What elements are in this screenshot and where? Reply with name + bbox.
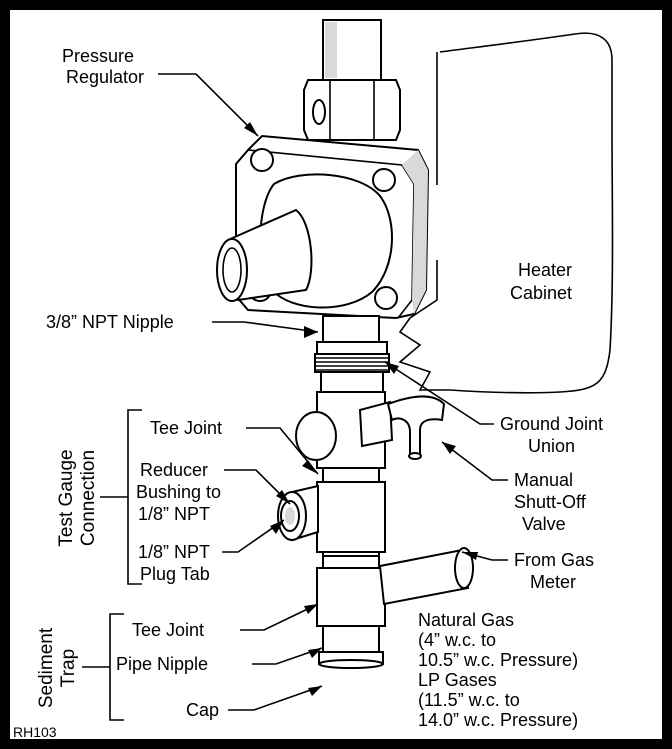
label-pressure-regulator-2: Regulator <box>66 67 144 87</box>
label-from-gas-meter-2: Meter <box>530 572 576 592</box>
label-heater-cabinet-2: Cabinet <box>510 283 572 303</box>
label-test-gauge-connection: Test Gauge Connection <box>56 449 99 546</box>
label-pressures-2: (4” w.c. to <box>418 630 496 650</box>
heater-cabinet-outline <box>398 32 614 394</box>
label-manual-valve-1: Manual <box>514 470 573 490</box>
label-sediment-trap-2: Trap <box>58 649 79 687</box>
lower-tee-sediment-trap <box>316 547 474 669</box>
label-test-gauge-connection-2: Connection <box>78 450 99 546</box>
label-ground-joint-union-2: Union <box>528 436 575 456</box>
label-pressures-1: Natural Gas <box>418 610 514 630</box>
label-cap: Cap <box>186 700 219 720</box>
label-tee-joint-lower: Tee Joint <box>132 620 204 640</box>
label-pressure-regulator-1: Pressure <box>62 46 134 66</box>
label-reducer-bushing-3: 1/8” NPT <box>138 504 210 524</box>
label-pressures-6: 14.0” w.c. Pressure) <box>418 710 578 730</box>
label-reducer-bushing-1: Reducer <box>140 460 208 480</box>
test-gauge-branch <box>277 467 386 557</box>
label-npt-nipple: 3/8” NPT Nipple <box>46 312 174 332</box>
upper-tee-with-valve <box>295 391 446 469</box>
leader-lines <box>158 73 508 711</box>
label-sediment-trap-1: Sediment <box>36 627 57 708</box>
label-heater-cabinet-1: Heater <box>518 260 572 280</box>
figure-code: RH103 <box>13 724 57 740</box>
label-plug-tab-1: 1/8” NPT <box>138 542 210 562</box>
side-brackets <box>82 409 142 721</box>
label-pressures-5: (11.5” w.c. to <box>418 690 520 710</box>
nipple-and-union <box>314 315 390 393</box>
label-test-gauge-connection-1: Test Gauge <box>56 449 77 546</box>
label-manual-valve-2: Shutt-Off <box>514 492 587 512</box>
label-from-gas-meter-1: From Gas <box>514 550 594 570</box>
label-plug-tab-2: Plug Tab <box>140 564 210 584</box>
label-manual-valve-3: Valve <box>522 514 566 534</box>
label-sediment-trap: Sediment Trap <box>36 627 79 708</box>
label-pressures-4: LP Gases <box>418 670 497 690</box>
label-pressures-3: 10.5” w.c. Pressure) <box>418 650 578 670</box>
pressure-regulator <box>216 19 430 320</box>
label-reducer-bushing-2: Bushing to <box>136 482 221 502</box>
label-ground-joint-union-1: Ground Joint <box>500 414 603 434</box>
label-pipe-nipple: Pipe Nipple <box>116 654 208 674</box>
label-tee-joint-upper: Tee Joint <box>150 418 222 438</box>
